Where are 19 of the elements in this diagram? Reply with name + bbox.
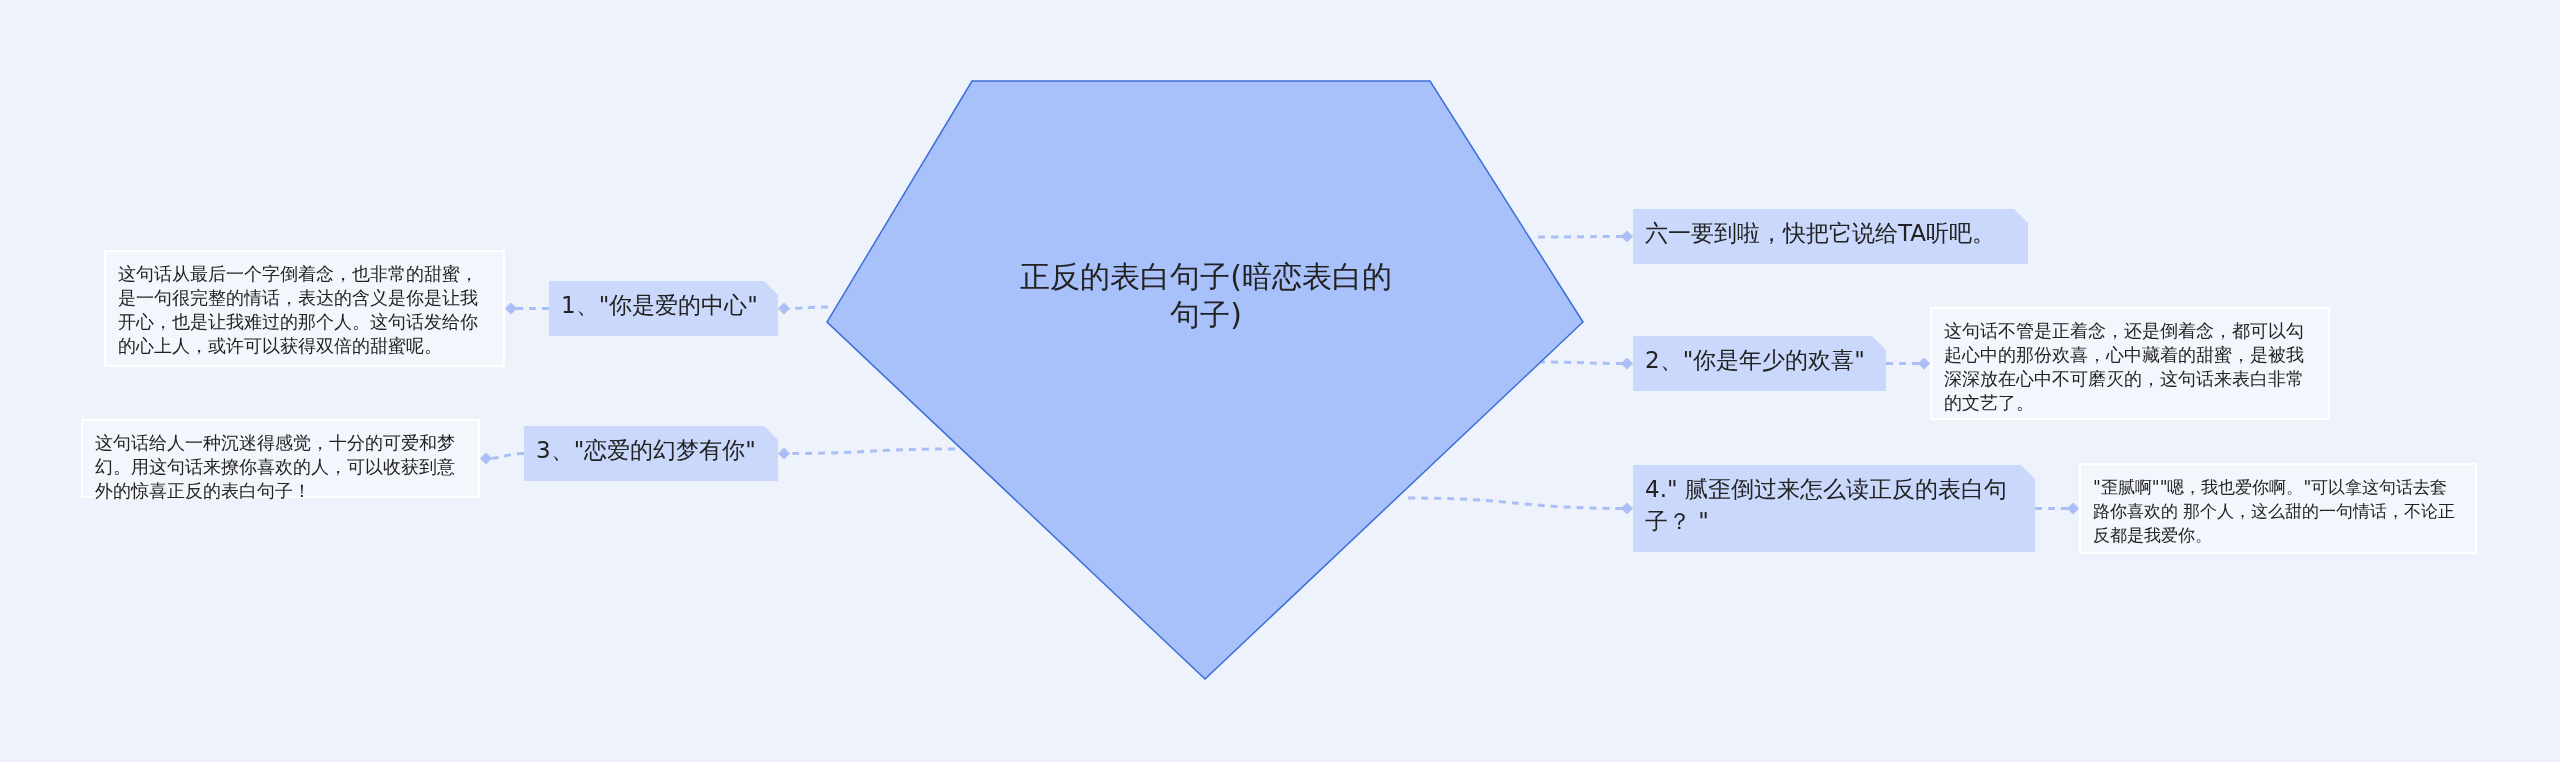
note-box: 这句话给人一种沉迷得感觉，十分的可爱和梦幻。用这句话来撩你喜欢的人，可以收获到意外的惊喜正反的表白句子！ — [81, 419, 480, 498]
connector-line — [505, 302, 549, 315]
connector-line — [1538, 230, 1633, 243]
connector-line — [778, 447, 955, 460]
topic-box: 2、"你是年少的欢喜" — [1633, 336, 1886, 391]
connector-line — [1538, 357, 1633, 370]
note-box: "歪腻啊""嗯，我也爱你啊。"可以拿这句话去套路你喜欢的 那个人，这么甜的一句情话，不论正反都是我爱你。 — [2079, 463, 2477, 554]
topic-box: 4." 腻歪倒过来怎么读正反的表白句子？ " — [1633, 465, 2035, 552]
topic-box: 1、"你是爱的中心" — [549, 281, 778, 336]
connector-line — [2035, 502, 2079, 515]
connector-line — [1886, 357, 1930, 370]
topic-box: 3、"恋爱的幻梦有你" — [524, 426, 778, 481]
note-box: 这句话从最后一个字倒着念，也非常的甜蜜，是一句很完整的情话，表达的含义是你是让我开心，也是让我难过的那个人。这句话发给你的心上人，或许可以获得双倍的甜蜜呢。 — [104, 250, 505, 367]
title-text: 正反的表白句子(暗恋表白的句子) — [1019, 258, 1393, 334]
note-box: 这句话不管是正着念，还是倒着念，都可以勾起心中的那份欢喜，心中藏着的甜蜜，是被我深深放在心中不可磨灭的，这句话来表白非常的文艺了。 — [1930, 307, 2330, 420]
topic-box: 六一要到啦，快把它说给TA听吧。 — [1633, 209, 2028, 264]
connector-line — [480, 452, 525, 465]
connector-line — [1408, 496, 1633, 515]
connector-line — [778, 302, 828, 315]
